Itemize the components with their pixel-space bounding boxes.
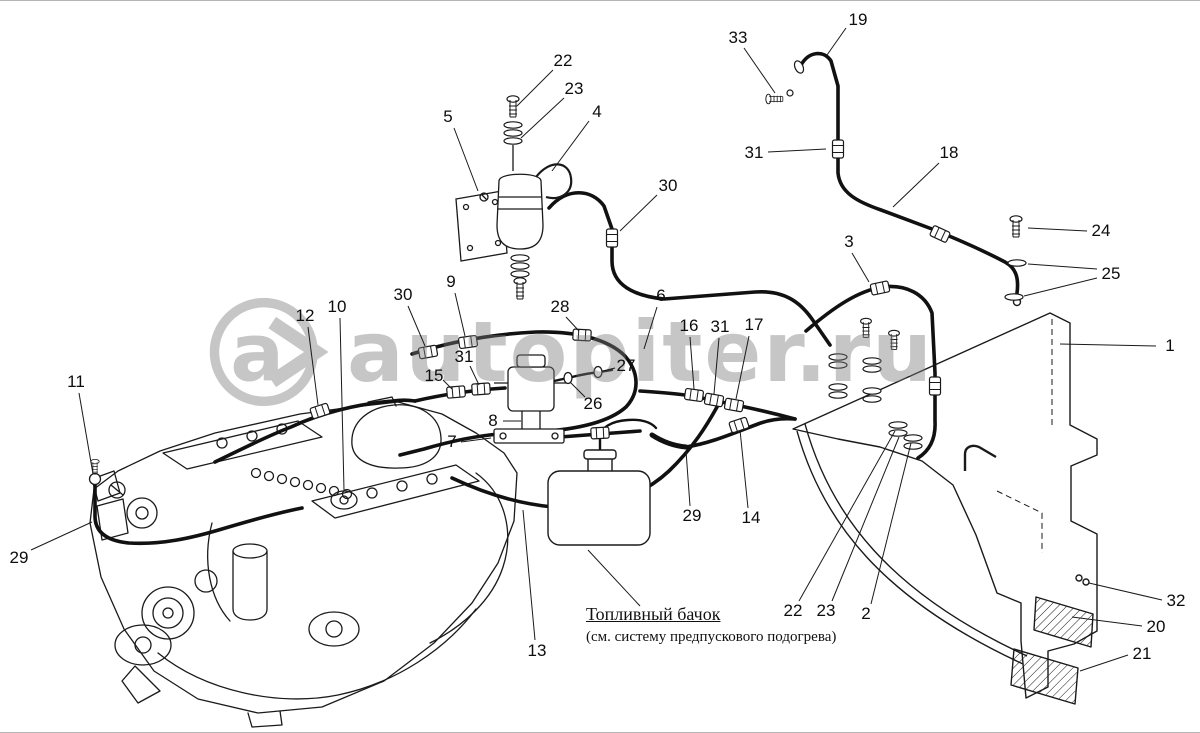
fuel-tank-small — [547, 449, 651, 607]
caption-title: Топливный бачок — [586, 604, 721, 624]
pipe-fittings — [88, 60, 1027, 486]
fuel-filter-assembly — [455, 95, 573, 300]
diagram-caption: Топливный бачок (см. систему предпусково… — [586, 604, 836, 646]
engine-illustration — [89, 396, 518, 728]
solenoid-valve — [493, 354, 603, 444]
caption-subtitle: (см. систему предпускового подогрева) — [586, 629, 837, 645]
fuel-pipes — [93, 51, 1020, 546]
